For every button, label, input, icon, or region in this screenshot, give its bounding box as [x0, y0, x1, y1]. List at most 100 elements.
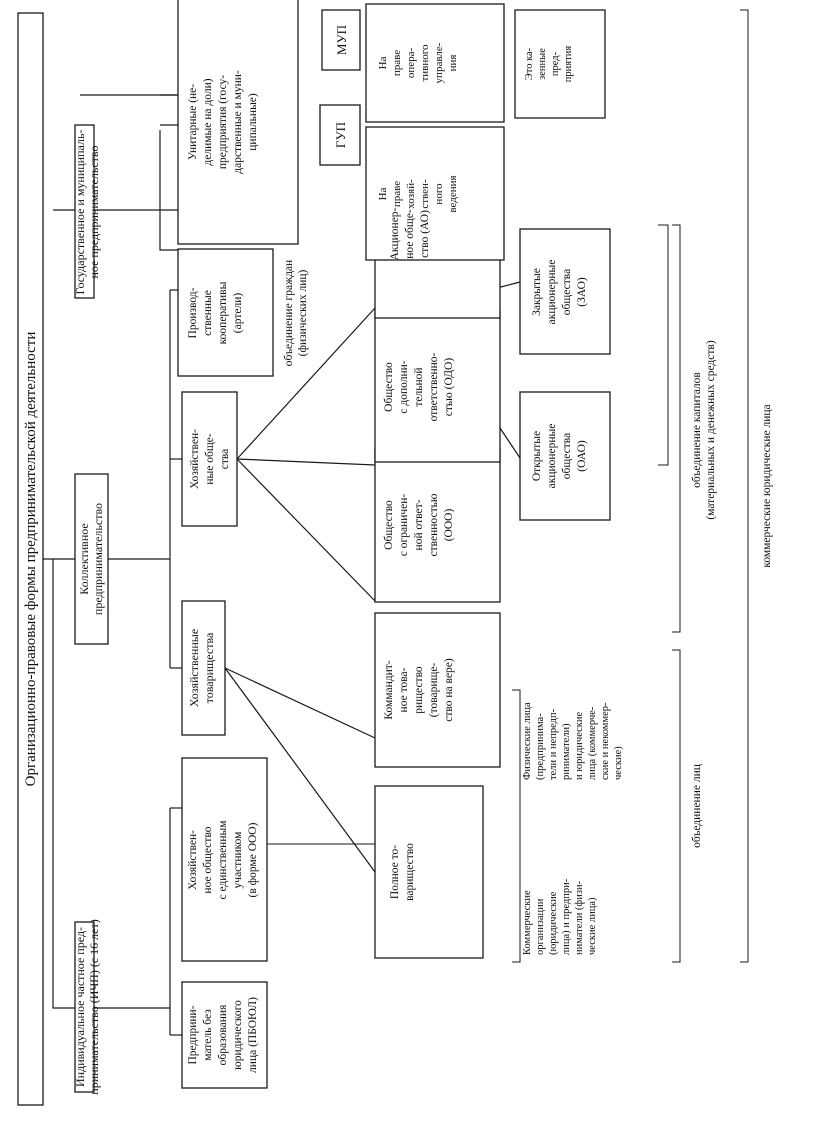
label-line: хозяй- [405, 179, 417, 209]
association-of-persons-note: объединение лиц [691, 764, 703, 848]
label-line: лица) и предпри- [561, 878, 572, 955]
partnerships-box [181, 600, 226, 736]
label-line: Предприни- [187, 1005, 199, 1064]
state-municipal-box [74, 124, 95, 299]
label-line: Унитарные (не- [187, 84, 199, 160]
label-line: организации [535, 898, 546, 955]
limited-partnership-members-note: Физические лица(предпринима-тели и непре… [522, 702, 624, 780]
label-line: принимательство (ИЧП) (с 16 лет) [87, 919, 101, 1094]
label-line: предпринимательство [91, 503, 105, 615]
root-label: Организационно-правовые формы предприним… [23, 332, 39, 787]
label-line: (артели) [232, 293, 244, 334]
label-line: На [377, 56, 389, 69]
label-line: Общество [383, 500, 395, 550]
economic-management-box [365, 126, 505, 261]
label-line: делимые на доли) [202, 78, 214, 165]
label-line: ное това- [398, 667, 410, 712]
label-line: На [377, 187, 389, 200]
label-line: Государственное и муниципаль- [73, 130, 87, 295]
label-line: ного [433, 183, 445, 205]
label-line: дарственные и муни- [232, 70, 244, 174]
label-line: тельной [413, 367, 425, 406]
label-line: участником [232, 831, 244, 889]
label-line: Производ- [187, 287, 199, 338]
label-line: Организационно-правовые формы предприним… [23, 332, 39, 787]
label-line: кооперативы [217, 281, 229, 344]
label-line: ГУП [333, 122, 348, 148]
label-line: (юридические [548, 891, 559, 955]
limited-partnership-box [374, 612, 501, 768]
label-line: Коллективное [77, 523, 91, 594]
joint-stock-label: Акционер-ное обще-ство (АО) [389, 207, 431, 260]
label-line: Закрытые [531, 268, 543, 316]
label-line: (ОАО) [576, 440, 588, 472]
label-line: стью (ОДО) [443, 358, 455, 417]
mup-box [321, 9, 361, 71]
unitary-enterprises-box [177, 0, 299, 245]
label-line: Это ка- [524, 47, 535, 80]
label-line: общества [561, 269, 573, 315]
label-line: Акционер- [389, 207, 401, 260]
label-line: коммерческие юридические лица [761, 404, 773, 567]
label-line: ства [219, 449, 231, 470]
mup-label: МУП [334, 25, 349, 55]
label-line: с единственным [217, 820, 229, 900]
limited-partnership-label: Коммандит-ное това-рищество(товарище-ств… [383, 658, 455, 722]
citizens-association-note: объединение граждан(физических лиц) [283, 260, 309, 366]
open-jsc-box [519, 391, 611, 521]
label-line: (физических лиц) [297, 270, 309, 357]
label-line: праве [391, 50, 403, 76]
label-line: Хозяйственные [187, 629, 201, 707]
label-line: Коммандит- [383, 660, 395, 719]
cooperatives-box [177, 248, 274, 377]
single-member-company-box [181, 757, 268, 962]
label-line: (предпринима- [535, 713, 546, 780]
gup-box [319, 104, 361, 166]
label-line: опера- [405, 48, 417, 79]
unitary-enterprises-label: Унитарные (не-делимые на доли)предприяти… [187, 70, 259, 174]
label-line: с ограничен- [398, 494, 410, 557]
label-line: ные обще- [204, 433, 216, 484]
label-line: ческие) [613, 746, 624, 780]
label-line: Полное то- [389, 845, 401, 899]
pboyul-box [181, 981, 268, 1089]
label-line: матель без [202, 1009, 214, 1061]
label-line: Хозяйствен- [189, 429, 201, 489]
label-line: объединение лиц [691, 764, 703, 848]
label-line: товарищества [202, 632, 216, 703]
label-line: юридического [232, 1000, 244, 1070]
label-line: ские и некоммер- [600, 702, 611, 780]
label-line: с дополни- [398, 360, 410, 413]
collective-box [74, 473, 109, 645]
label-line: Хозяйствен- [187, 830, 199, 890]
label-line: объединение граждан [283, 260, 295, 366]
label-line: ной ответ- [413, 499, 425, 550]
label-line: (ЗАО) [576, 277, 588, 307]
label-line: ствен- [419, 179, 431, 209]
closed-jsc-box [519, 228, 611, 355]
partnerships-label: Хозяйственныетоварищества [187, 629, 216, 707]
label-line: ципальные) [247, 93, 259, 151]
label-line: (материальных и денежных средств) [705, 340, 717, 519]
label-line: ство на вере) [443, 658, 455, 722]
label-line: акционерные [546, 424, 558, 489]
label-line: (в форме ООО) [247, 822, 259, 897]
label-line: Индивидуальное частное пред- [73, 927, 87, 1087]
state-owned-enterprises-box [514, 9, 606, 119]
operational-management-box [365, 3, 505, 123]
label-line: ственные [202, 290, 214, 336]
label-line: ведения [447, 175, 459, 212]
label-line: МУП [334, 25, 349, 55]
business-societies-box [181, 391, 238, 527]
label-line: Физические лица [522, 702, 533, 780]
association-of-capital-note: объединение капиталов(материальных и ден… [691, 340, 717, 519]
label-line: (ООО) [443, 509, 455, 542]
label-line: ответственно- [428, 352, 440, 421]
